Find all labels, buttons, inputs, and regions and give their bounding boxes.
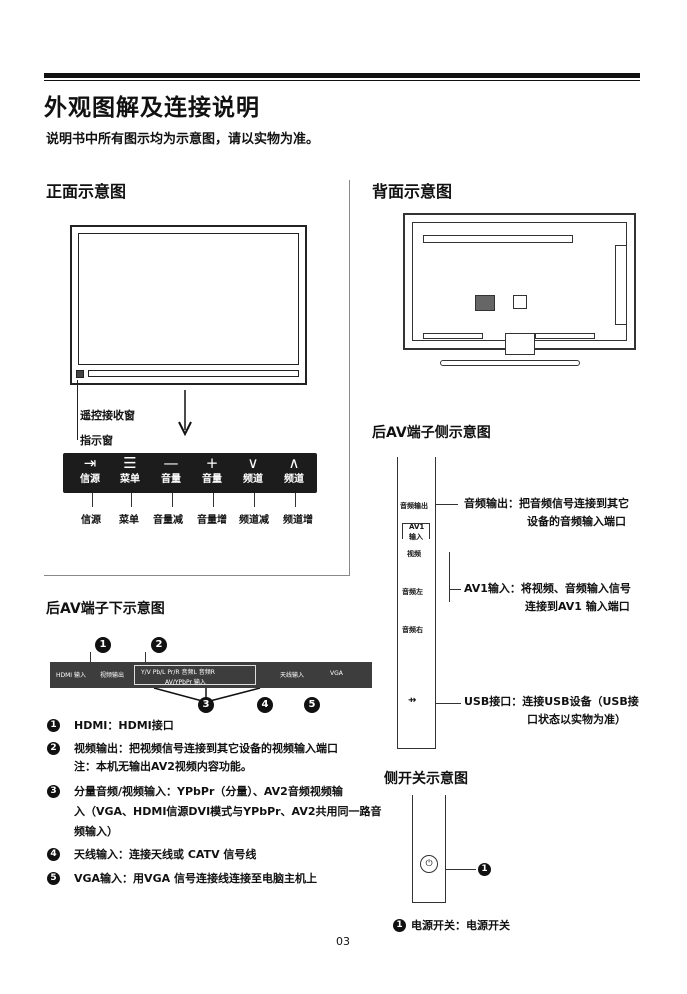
- side-switch-strip: ⏻: [412, 795, 446, 903]
- item-text: 天线输入：连接天线或 CATV 信号线: [74, 848, 257, 861]
- stand-neck: [505, 333, 535, 355]
- chevron-up-icon: ∧: [288, 454, 300, 472]
- item-note: 注：本机无输出AV2视频内容功能。: [74, 760, 252, 773]
- switch-desc: 电源开关：电源开关: [411, 919, 510, 932]
- item-text: HDMI：HDMI接口: [74, 719, 174, 732]
- label-remote-receiver: 遥控接收窗: [80, 409, 135, 422]
- item-marker: 4: [47, 848, 60, 861]
- item-text-cont: 入（VGA、HDMI信源DVI模式与YPbPr、AV2共用同一路音: [74, 805, 382, 818]
- desc-usb-1: USB接口：连接USB设备（USB接: [464, 695, 639, 708]
- menu-button: ☰ 菜单: [110, 453, 150, 493]
- marker-2: 2: [151, 637, 167, 653]
- desc-usb-2: 口状态以实物为准）: [527, 713, 626, 726]
- back-title: 背面示意图: [372, 182, 453, 201]
- item-text: 分量音频/视频输入：YPbPr（分量）、AV2音频视频输: [74, 785, 343, 798]
- button-name: 频道增: [283, 515, 313, 526]
- volume-up-button: + 音量: [192, 453, 232, 493]
- marker-5: 5: [304, 697, 320, 713]
- page-title: 外观图解及连接说明: [44, 95, 260, 121]
- button-name: 菜单: [119, 515, 139, 526]
- button-panel: ⇥ 信源 ☰ 菜单 — 音量 + 音量 ∨ 频道 ∧ 频道: [63, 453, 317, 493]
- stand-base: [440, 360, 580, 366]
- label-indicator: 指示窗: [80, 434, 113, 447]
- down-arrow-icon: [178, 390, 192, 437]
- front-title: 正面示意图: [46, 182, 127, 201]
- volume-down-button: — 音量: [151, 453, 191, 493]
- menu-icon: ☰: [123, 454, 137, 472]
- rear-port-strip: HDMI 输入 视频输出 Y/V Pb/L Pr/R 音频L 音频R AV/YP…: [50, 662, 372, 688]
- page-subtitle: 说明书中所有图示均为示意图，请以实物为准。: [46, 132, 320, 147]
- ir-window: [76, 370, 84, 378]
- item-text: VGA输入：用VGA 信号连接线连接至电脑主机上: [74, 872, 317, 885]
- switch-desc-marker: 1: [393, 919, 406, 932]
- desc-audio-out-1: 音频输出：把音频信号连接到其它: [464, 497, 629, 510]
- channel-down-button: ∨ 频道: [233, 453, 273, 493]
- tv-screen: [78, 233, 299, 365]
- section-divider: [44, 575, 350, 576]
- side-switch-title: 侧开关示意图: [384, 771, 468, 787]
- tv-bottom-bar: [88, 370, 299, 377]
- plus-icon: +: [205, 454, 219, 472]
- item-marker: 5: [47, 872, 60, 885]
- switch-marker: 1: [478, 863, 491, 876]
- item-marker: 3: [47, 785, 60, 798]
- marker-3: 3: [198, 697, 214, 713]
- button-name: 频道减: [239, 515, 269, 526]
- usb-icon: ⇸: [408, 695, 417, 706]
- marker-4: 4: [257, 697, 273, 713]
- button-name: 音量增: [197, 515, 227, 526]
- rear-av-side-title: 后AV端子侧示意图: [372, 425, 491, 441]
- rear-av-bottom-title: 后AV端子下示意图: [46, 601, 165, 617]
- column-divider: [349, 180, 350, 575]
- source-icon: ⇥: [83, 454, 97, 472]
- header-rule-thin: [44, 80, 640, 81]
- item-text: 视频输出：把视频信号连接到其它设备的视频输入端口: [74, 742, 338, 755]
- desc-av1-1: AV1输入：将视频、音频输入信号: [464, 582, 631, 595]
- header-rule: [44, 73, 640, 78]
- tv-front-illustration: [70, 225, 307, 385]
- marker-1: 1: [95, 637, 111, 653]
- page-number: 03: [336, 935, 350, 948]
- item-marker: 1: [47, 719, 60, 732]
- side-av-strip: 音频输出 AV1 输入 视频 音频左 音频右 ⇸: [397, 457, 436, 749]
- power-icon: ⏻: [420, 855, 438, 873]
- desc-audio-out-2: 设备的音频输入端口: [527, 515, 626, 528]
- minus-icon: —: [163, 454, 179, 472]
- source-button: ⇥ 信源: [70, 453, 110, 493]
- channel-up-button: ∧ 频道: [274, 453, 314, 493]
- desc-av1-2: 连接到AV1 输入端口: [525, 600, 630, 613]
- item-text-cont: 频输入）: [74, 825, 118, 838]
- button-name: 信源: [81, 515, 101, 526]
- chevron-down-icon: ∨: [247, 454, 259, 472]
- leader-line: [77, 380, 78, 440]
- button-name: 音量减: [153, 515, 183, 526]
- tv-back-illustration: [403, 213, 636, 355]
- item-marker: 2: [47, 742, 60, 755]
